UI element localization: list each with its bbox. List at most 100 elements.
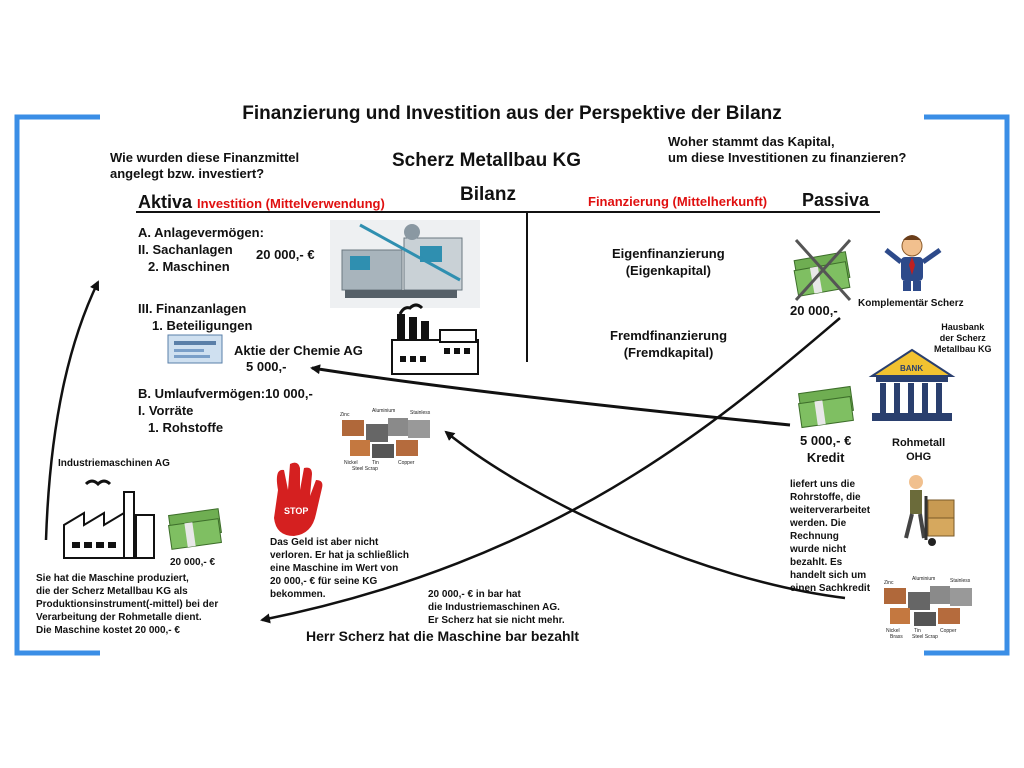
metal-labels-right: Zinc Aluminium Stainless Nickel Tin Copp… — [884, 576, 971, 640]
finanzanlagen: III. Finanzanlagen — [138, 301, 247, 316]
stop-line: Das Geld ist aber nicht — [270, 537, 379, 548]
arrow-industrie-to-aktiva — [44, 280, 100, 541]
hausbank-line: Metallbau KG — [934, 344, 992, 354]
metal-label: Copper — [398, 460, 415, 466]
money-kredit-image — [798, 385, 854, 429]
eigen-line: (Eigenkapital) — [625, 263, 711, 278]
sachkredit-text: liefert uns die Rohrstoffe, die weiterve… — [790, 478, 870, 595]
bar-line: 20 000,- € in bar hat — [428, 589, 521, 600]
aktiva-heading: Aktiva Investition (Mittelverwendung) — [138, 192, 385, 213]
bilanz-heading: Bilanz — [460, 184, 516, 205]
beteiligungen: 1. Beteiligungen — [152, 318, 253, 333]
metal-label: Stainless — [950, 578, 971, 584]
page-title: Finanzierung und Investition aus der Per… — [242, 103, 782, 124]
metal-label: Nickel — [886, 628, 900, 634]
fremd-line: (Fremdkapital) — [623, 345, 714, 360]
sachkredit-line: Rohrstoffe, die — [790, 492, 861, 503]
industrie-line: Produktionsinstrument(-mittel) bei der — [36, 599, 219, 610]
umlaufvermoegen: B. Umlaufvermögen:10 000,- — [138, 386, 313, 401]
stop-hand-icon: STOP — [274, 462, 323, 536]
hausbank-line: der Scherz — [939, 333, 986, 343]
rohmetall-line: OHG — [906, 451, 932, 463]
sachkredit-line: weiterverarbeitet — [790, 505, 871, 516]
metal-label: Aluminium — [372, 408, 395, 414]
money-crossed-image — [793, 238, 852, 302]
rohstoffe: 1. Rohstoffe — [148, 420, 224, 435]
sachkredit-line: bezahlt. Es — [790, 557, 843, 568]
aktie-value: 5 000,- — [246, 359, 287, 374]
arrow-eigenkapital-to-industrie — [260, 317, 841, 624]
fremd-line: Fremdfinanzierung — [610, 328, 728, 343]
metal-label: Tin — [914, 628, 921, 634]
metal-label: Steel Scrap — [912, 634, 938, 640]
sachkredit-line: wurde nicht — [790, 544, 847, 555]
question-right: Woher stammt das Kapital, um diese Inves… — [668, 134, 906, 166]
industrie-value: 20 000,- € — [170, 557, 216, 568]
question-left: Wie wurden diese Finanzmittel angelegt b… — [110, 150, 299, 182]
industrie-line: Sie hat die Maschine produziert, — [36, 573, 189, 584]
bank-sign-text: BANK — [900, 364, 923, 373]
machine-image — [330, 220, 480, 308]
metal-label: Steel Scrap — [352, 466, 378, 472]
kredit-line: 5 000,- € — [800, 433, 852, 448]
passiva-sub: Finanzierung (Mittelherkunft) — [588, 194, 768, 209]
metal-label: Aluminium — [912, 576, 935, 582]
kredit-label: 5 000,- € Kredit — [800, 432, 851, 466]
sachkredit-line: liefert uns die — [790, 479, 856, 490]
metal-label: Zinc — [884, 580, 894, 586]
industrie-text: Sie hat die Maschine produziert, die der… — [36, 572, 218, 637]
stop-text: Das Geld ist aber nicht verloren. Er hat… — [270, 536, 409, 601]
industrie-line: die der Scherz Metallbau KG als — [36, 586, 188, 597]
hausbank-line: Hausbank — [941, 322, 985, 332]
metal-labels-center: Zinc Aluminium Stainless Nickel Tin Copp… — [340, 408, 431, 472]
footer-text: Herr Scherz hat die Maschine bar bezahlt — [306, 628, 580, 644]
factory-chemie-image — [391, 303, 479, 375]
maschinen-value: 20 000,- € — [256, 247, 315, 262]
stop-line: 20 000,- € für seine KG — [270, 576, 378, 587]
bar-line: die Industriemaschinen AG. — [428, 602, 560, 613]
arrow-kredit-to-umlauf — [310, 364, 791, 427]
metal-label: Tin — [372, 460, 379, 466]
metal-pile-right-image — [884, 586, 972, 626]
rohmetall-label: Rohmetall OHG — [892, 436, 945, 464]
industrie-line: Verarbeitung der Rohmetalle dient. — [36, 612, 202, 623]
question-right-line: um diese Investitionen zu finanzieren? — [668, 150, 907, 165]
eigen-line: Eigenfinanzierung — [612, 246, 725, 261]
industrie-line: Die Maschine kostet 20 000,- € — [36, 625, 180, 636]
stop-sign-text: STOP — [284, 506, 308, 516]
komplementaer-label: Komplementär Scherz — [858, 298, 964, 309]
money-industrie-image — [168, 508, 222, 550]
bank-image — [868, 348, 956, 421]
metal-pile-center-image — [342, 418, 430, 458]
metal-label: Copper — [940, 628, 957, 634]
arrow-sachkredit-to-rohstoffe — [444, 430, 846, 600]
eigenfinanzierung: Eigenfinanzierung (Eigenkapital) — [612, 245, 725, 279]
metal-label: Nickel — [344, 460, 358, 466]
aktiva-sub: Investition (Mittelverwendung) — [197, 196, 385, 211]
worker-trolley-image — [904, 475, 955, 546]
aktiva-label: Aktiva — [138, 192, 193, 212]
fremdfinanzierung: Fremdfinanzierung (Fremdkapital) — [610, 327, 727, 361]
company-name: Scherz Metallbau KG — [392, 150, 581, 171]
blue-frame — [14, 114, 1010, 656]
question-right-line: Woher stammt das Kapital, — [668, 134, 835, 149]
sachkredit-line: handelt sich um — [790, 570, 867, 581]
passiva-label: Passiva — [802, 190, 870, 210]
maschinen: 2. Maschinen — [148, 259, 230, 274]
stop-line: bekommen. — [270, 589, 326, 600]
stop-line: verloren. Er hat ja schließlich — [270, 550, 409, 561]
eigenkapital-value: 20 000,- — [790, 303, 838, 318]
anlagevermoegen: A. Anlagevermögen: — [138, 225, 264, 240]
share-certificate-image — [167, 334, 223, 364]
bar-text: 20 000,- € in bar hat die Industriemasch… — [428, 588, 565, 627]
hausbank-label: Hausbank der Scherz Metallbau KG — [934, 322, 992, 355]
factory-industrie-image — [63, 479, 155, 559]
metal-label: Brass — [890, 634, 903, 640]
question-left-line: Wie wurden diese Finanzmittel — [110, 150, 300, 165]
sachkredit-line: Rechnung — [790, 531, 839, 542]
question-left-line: angelegt bzw. investiert? — [110, 166, 265, 181]
bar-line: Er Scherz hat sie nicht mehr. — [428, 615, 565, 626]
businessman-image — [884, 235, 942, 291]
industrie-label: Industriemaschinen AG — [58, 458, 170, 469]
